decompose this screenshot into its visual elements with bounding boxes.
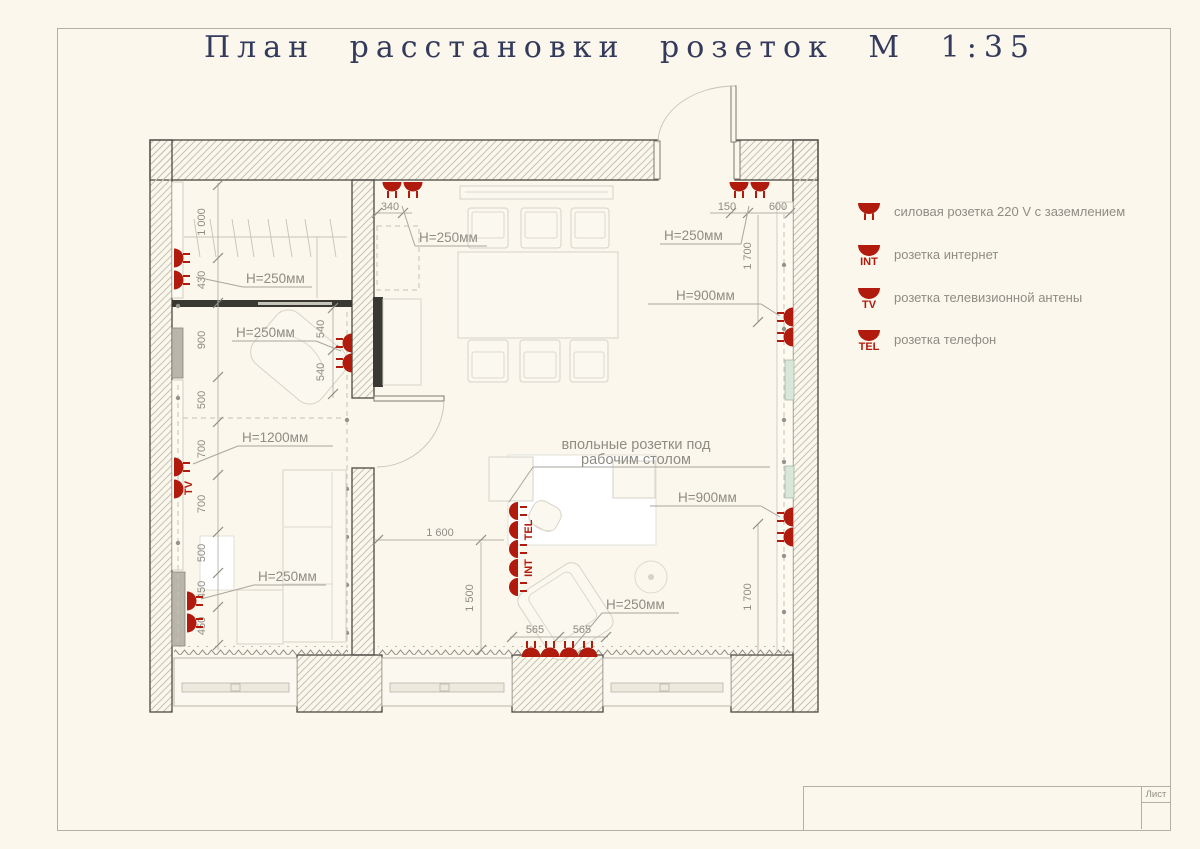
- label-h250-bedroom-upper: H=250мм: [236, 325, 295, 340]
- dim-150: 150: [718, 201, 736, 213]
- legend-tag: INT: [860, 256, 878, 268]
- dim-1000: 1 000: [196, 208, 208, 236]
- dim-340: 340: [381, 201, 399, 213]
- closet-hangers: [184, 218, 347, 298]
- dining-table: [457, 251, 619, 339]
- int-socket-icon: [509, 559, 518, 577]
- page-frame: [57, 28, 1171, 831]
- label-h250-main-topright: H=250мм: [664, 228, 723, 243]
- sockets: TV TEL INT: [173, 181, 794, 658]
- wardrobe-back: [373, 297, 383, 387]
- dim-600: 600: [769, 201, 787, 213]
- legend-tag: TEL: [858, 341, 880, 353]
- dim-450: 450: [196, 581, 208, 599]
- bedroom-door: [373, 395, 445, 468]
- floor-lamp: [634, 560, 668, 594]
- bedroom-door-swing: [376, 400, 445, 468]
- side-table: [199, 535, 235, 591]
- entrance-door-leaf: [730, 85, 737, 143]
- dim-540: 540: [315, 320, 327, 338]
- furniture: [184, 185, 668, 661]
- power-socket-icon: [852, 201, 886, 222]
- legend-label: розетка телевизионной антены: [894, 290, 1083, 305]
- legend-label: силовая розетка 220 V с заземлением: [894, 204, 1126, 219]
- dim-565: 565: [526, 624, 544, 636]
- windows: [173, 657, 732, 707]
- zigzag-edge: [174, 646, 790, 655]
- entrance-door-swing: [657, 85, 736, 144]
- power-socket-icon: [402, 181, 424, 199]
- dim-1700: 1 700: [742, 242, 754, 270]
- dimensions: 1 000 430 900 500 700 700 500 450 450 54…: [196, 179, 796, 656]
- int-socket-tag: INT: [523, 559, 535, 577]
- page-title: План расстановки розеток М 1:35: [204, 30, 1036, 65]
- sheet-label: Лист: [1145, 789, 1167, 800]
- power-socket-icon: [381, 181, 403, 199]
- dim-700: 700: [196, 440, 208, 458]
- power-socket-icon: [749, 181, 771, 199]
- dim-430: 430: [196, 271, 208, 289]
- dim-900: 900: [196, 331, 208, 349]
- entrance-door: [653, 85, 741, 180]
- title-block: Лист: [803, 786, 1171, 831]
- height-labels: H=250мм H=250мм H=1200мм H=250мм H=250мм…: [192, 205, 781, 651]
- sheet-label-cell: Лист: [1141, 787, 1170, 803]
- label-h1200: H=1200мм: [242, 430, 308, 445]
- legend-item-phone: TEL розетка телефон: [852, 329, 997, 353]
- cabinet-dashed: [376, 225, 420, 291]
- desk-cabinet-left: [488, 456, 534, 502]
- sheet-number-cell: [1141, 803, 1170, 829]
- sofa: [236, 469, 347, 645]
- power-socket-icon: [728, 181, 750, 199]
- internet-socket-icon: INT: [852, 244, 886, 268]
- desk-note-line1: впольные розетки под: [561, 437, 711, 453]
- dim-1600: 1 600: [426, 527, 454, 539]
- dim-700b: 700: [196, 495, 208, 513]
- label-h250-closet: H=250мм: [246, 271, 305, 286]
- wardrobe: [382, 298, 422, 386]
- bedroom-door-leaf: [373, 395, 445, 402]
- label-h250-main-topleft: H=250мм: [419, 230, 478, 245]
- dining-chairs: [467, 207, 610, 383]
- legend-item-internet: INT розетка интернет: [852, 244, 999, 268]
- label-h250-bedroom-lower: H=250мм: [258, 569, 317, 584]
- tv-socket-icon: TV: [852, 287, 886, 311]
- label-h250-main-bottom: H=250мм: [606, 597, 665, 612]
- legend-label: розетка телефон: [894, 332, 997, 347]
- tel-socket-icon: TEL: [852, 329, 886, 353]
- dim-500: 500: [196, 391, 208, 409]
- armchair-bedroom: [250, 309, 348, 405]
- legend-item-tv: TV розетка телевизионной антены: [852, 287, 1083, 311]
- walls: [149, 139, 819, 713]
- dim-1500: 1 500: [464, 584, 476, 612]
- legend-tag: TV: [861, 299, 877, 311]
- legend-item-power: силовая розетка 220 V с заземлением: [852, 201, 1125, 222]
- legend-label: розетка интернет: [894, 247, 999, 262]
- label-h900-lower: H=900мм: [678, 490, 737, 505]
- dim-540b: 540: [315, 363, 327, 381]
- desk-note-line2: рабочим столом: [581, 452, 691, 468]
- office-chair: [528, 500, 562, 532]
- label-h900-upper: H=900мм: [676, 288, 735, 303]
- dim-1700b: 1 700: [742, 583, 754, 611]
- tel-socket-tag: TEL: [523, 519, 535, 540]
- armchair-main-room: [517, 562, 614, 661]
- dim-565b: 565: [573, 624, 591, 636]
- dim-500b: 500: [196, 544, 208, 562]
- tv-socket-tag: TV: [183, 480, 195, 495]
